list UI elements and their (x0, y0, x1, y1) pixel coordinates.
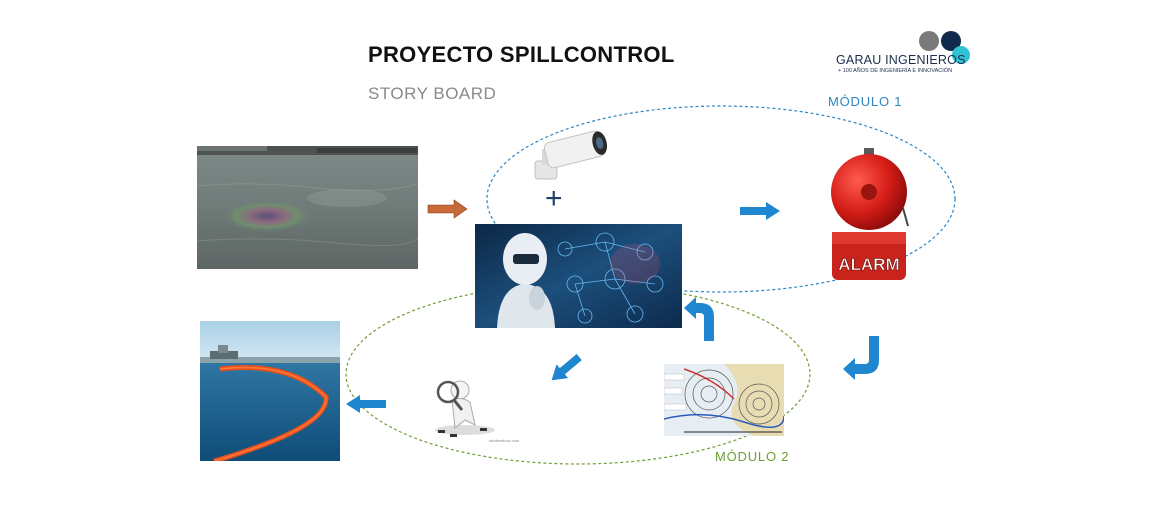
arrow-orange-right (427, 199, 468, 219)
oil-spill-photo-icon (197, 146, 418, 269)
company-name: GARAU INGENIEROS (836, 53, 966, 67)
page-title: PROYECTO SPILLCONTROL (368, 42, 675, 67)
module2-label: MÓDULO 2 (715, 449, 790, 464)
arrow-blue-right (740, 202, 780, 220)
arrow-curved-up (684, 297, 714, 341)
alarm-bell-icon: ALARM (828, 148, 910, 282)
logo-circles-icon (919, 31, 970, 64)
plus-sign: + (545, 182, 563, 215)
arrow-blue-left (346, 395, 386, 413)
image-caption: shutterstock.com (489, 438, 520, 443)
arrow-curved-down (843, 336, 879, 380)
module2-boundary (345, 283, 811, 465)
weather-map-icon (664, 364, 784, 436)
security-camera-icon (530, 127, 612, 183)
magnifier-inspector-icon (430, 370, 500, 440)
containment-boom-photo-icon (200, 321, 340, 461)
arrow-diagonal (551, 354, 582, 381)
alarm-text: ALARM (838, 255, 899, 274)
ai-robot-icon (475, 224, 682, 328)
module1-label: MÓDULO 1 (828, 94, 903, 109)
company-tagline: + 100 AÑOS DE INGENIERÍA E INNOVACIÓN (838, 68, 953, 74)
page-subtitle: STORY BOARD (368, 84, 497, 103)
module1-boundary (486, 105, 956, 293)
